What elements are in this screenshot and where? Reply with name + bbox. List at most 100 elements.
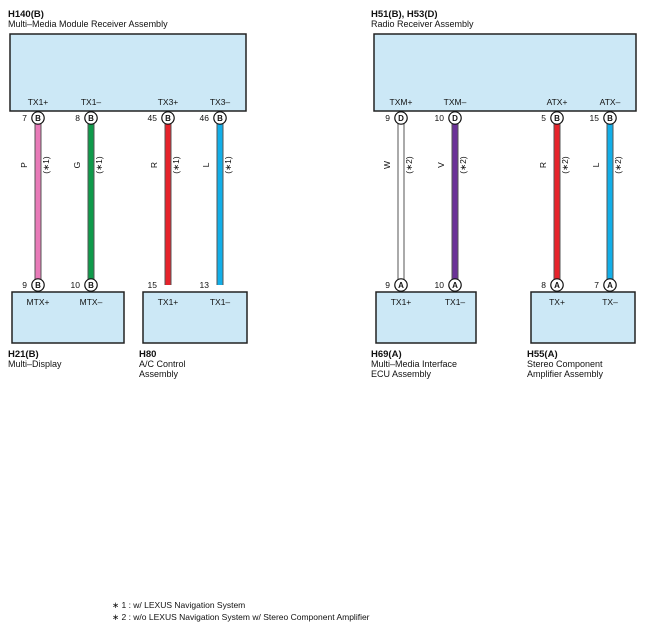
bottom-pin-number: 10 [71,280,81,290]
wire-color-code: V [436,162,446,168]
component-h69: H69(A) Multi–Media Interface ECU Assembl… [371,291,477,379]
component-h55: H55(A) Stereo Component Amplifier Assemb… [527,291,636,379]
top-connector-circle [213,111,227,125]
component-id: H80 [139,349,156,360]
bottom-pin-number: 13 [200,280,210,290]
wire-note: (∗1) [94,156,104,174]
top-signal-label: TX3– [210,97,231,107]
footnote-1: ∗ 1 : w/ LEXUS Navigation System [112,600,246,610]
bottom-connector-circle [550,278,564,292]
top-pin-number: 8 [75,113,80,123]
top-connector-letter: B [554,114,560,123]
top-connector-circle [603,111,617,125]
wire-note: (∗2) [613,156,623,174]
top-connector-letter: B [165,114,171,123]
component-name: ECU Assembly [371,369,432,379]
bottom-pin-number: 15 [148,280,158,290]
bottom-signal-label: MTX+ [27,297,50,307]
top-pin-number: 9 [385,113,390,123]
footnotes: ∗ 1 : w/ LEXUS Navigation System ∗ 2 : w… [112,599,370,623]
footnote-2: ∗ 2 : w/o LEXUS Navigation System w/ Ste… [112,612,370,622]
wire-note: (∗1) [223,156,233,174]
top-signal-label: ATX+ [547,97,568,107]
component-name: Assembly [139,369,179,379]
bottom-connector-letter: A [607,281,613,290]
top-signal-label: ATX– [600,97,621,107]
component-name: A/C Control [139,359,186,369]
component-id: H140(B) [8,9,44,20]
top-pin-number: 45 [148,113,158,123]
bottom-signal-label: TX1– [445,297,466,307]
top-connector-letter: B [607,114,613,123]
top-signal-label: TXM+ [390,97,413,107]
component-h21: H21(B) Multi–Display [8,291,125,369]
component-box [530,291,636,344]
wire-color-code: L [591,162,601,167]
top-connector-letter: B [88,114,94,123]
bottom-connector-letter: B [88,281,94,290]
top-pin-number: 7 [22,113,27,123]
bottom-connector-circle [31,278,45,292]
bottom-pin-number: 10 [435,280,445,290]
bottom-connector-circle [603,278,617,292]
top-connector-circle [448,111,462,125]
bottom-pin-number: 9 [22,280,27,290]
bottom-signal-label: TX1– [210,297,231,307]
component-name: Multi–Media Interface [371,359,457,369]
top-signal-label: TXM– [444,97,467,107]
component-box [11,291,125,344]
top-connector-letter: B [217,114,223,123]
top-pin-number: 5 [541,113,546,123]
bottom-signal-label: TX1+ [391,297,412,307]
component-box [142,291,248,344]
component-box [373,33,637,112]
top-pin-number: 10 [435,113,445,123]
bottom-pin-number: 9 [385,280,390,290]
component-name: Amplifier Assembly [527,369,604,379]
component-h80: H80 A/C Control Assembly [139,291,248,379]
wire-note: (∗1) [171,156,181,174]
wire-note: (∗2) [560,156,570,174]
top-signal-label: TX1+ [28,97,49,107]
top-connector-circle [161,111,175,125]
bottom-connector-letter: A [554,281,560,290]
bottom-signal-label: MTX– [80,297,103,307]
wire-color-code: P [19,162,29,168]
wire-color-code: L [201,162,211,167]
wire-note: (∗2) [404,156,414,174]
wire-color-code: R [149,162,159,168]
top-connector-letter: B [35,114,41,123]
top-signal-label: TX3+ [158,97,179,107]
component-id: H21(B) [8,349,39,360]
bottom-pin-number: 8 [541,280,546,290]
component-id: H51(B), H53(D) [371,9,438,20]
top-pin-number: 15 [590,113,600,123]
component-name: Multi–Media Module Receiver Assembly [8,19,168,29]
bottom-connector-circle [84,278,98,292]
top-connector-letter: D [398,114,404,123]
top-signal-label: TX1– [81,97,102,107]
component-name: Stereo Component [527,359,603,369]
component-id: H55(A) [527,349,558,360]
component-name: Radio Receiver Assembly [371,19,474,29]
component-name: Multi–Display [8,359,62,369]
component-h140: H140(B) Multi–Media Module Receiver Asse… [8,9,247,112]
top-connector-circle [84,111,98,125]
component-id: H69(A) [371,349,402,360]
component-h51: H51(B), H53(D) Radio Receiver Assembly [371,9,637,112]
top-pin-number: 46 [200,113,210,123]
wire-note: (∗2) [458,156,468,174]
wire-note: (∗1) [41,156,51,174]
top-connector-circle [394,111,408,125]
bottom-signal-label: TX+ [549,297,565,307]
